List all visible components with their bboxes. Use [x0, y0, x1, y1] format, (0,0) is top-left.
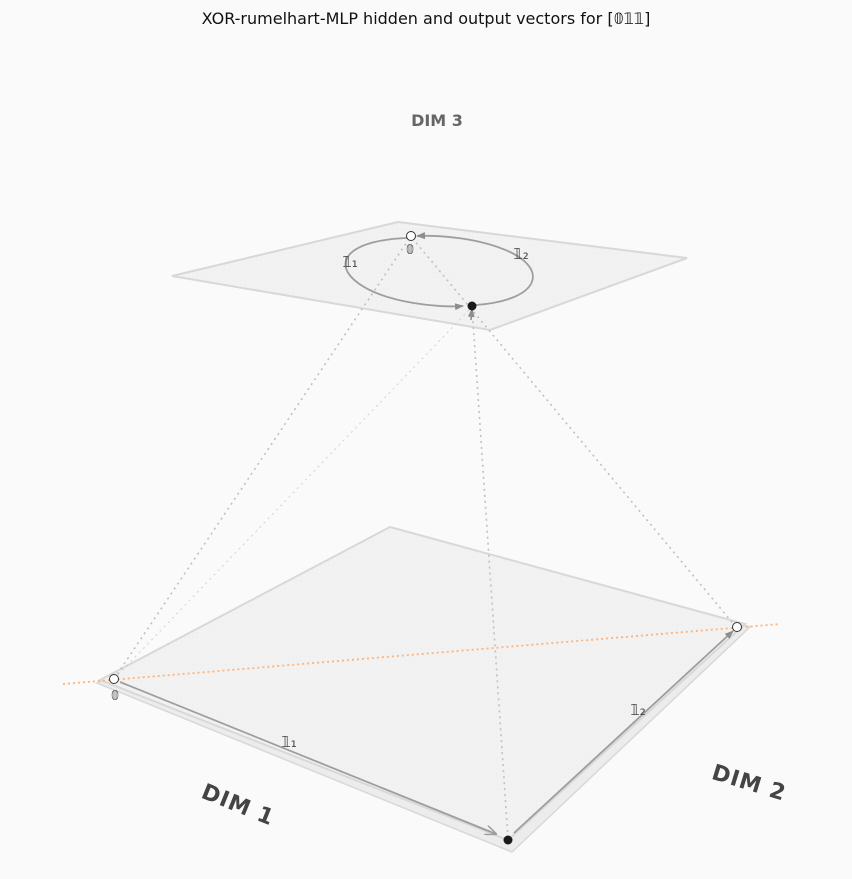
projection-line-one2	[412, 238, 737, 628]
bottom-label-zero: 𝟘	[111, 689, 119, 704]
bottom-plane	[97, 525, 748, 842]
bottom-label-edge1: 𝟙₁	[281, 733, 297, 751]
bottom-label-edge2: 𝟙₂	[630, 701, 646, 719]
bottom-arrow-one1	[119, 681, 496, 834]
projection-line-cross	[113, 306, 473, 680]
top-label-zero: 𝟘	[406, 243, 414, 258]
bottom-arrow-one2	[513, 630, 734, 834]
top-arrow-one1	[344, 237, 464, 311]
top-label-edge2: 𝟙₂	[513, 245, 529, 263]
projection-line-zero	[113, 238, 410, 680]
axis-label-dim3: DIM 3	[411, 111, 463, 130]
top-arrow-one2	[416, 232, 534, 306]
top-label-edge1: 𝟙₁	[342, 253, 358, 271]
axis-label-dim2: DIM 2	[709, 760, 789, 806]
top-point-zero	[406, 231, 416, 241]
top-arrow-vertical	[467, 308, 475, 321]
axis-label-dim1: DIM 1	[198, 780, 278, 832]
bottom-point-zero	[109, 674, 119, 684]
top-point-one	[467, 301, 477, 311]
bottom-point-one2	[732, 622, 742, 632]
chart-title: XOR-rumelhart-MLP hidden and output vect…	[202, 9, 651, 28]
bottom-point-one1	[503, 835, 513, 845]
top-plane	[171, 220, 688, 332]
